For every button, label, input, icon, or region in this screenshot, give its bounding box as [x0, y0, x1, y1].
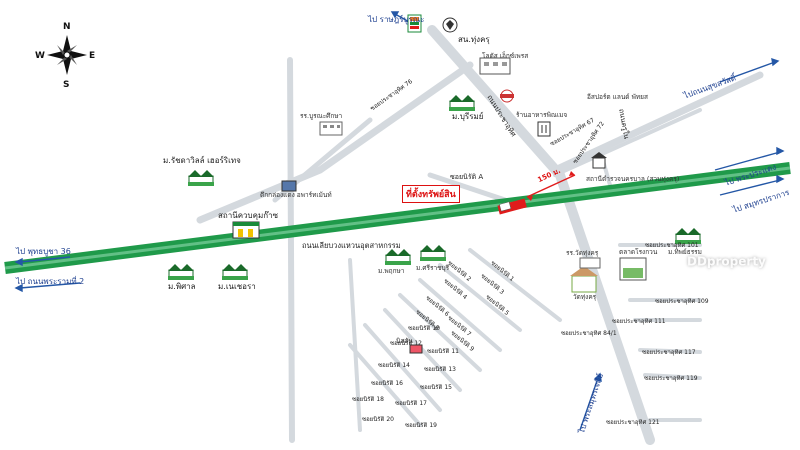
- road-soi-nirat-a: [427, 172, 508, 203]
- gas-station-icon: [232, 221, 260, 239]
- road-pracha-uthit: [427, 25, 655, 445]
- label-sn-thung-khru: สน.ทุ่งครุ: [458, 35, 490, 44]
- label-restaurant: ร้านอาหารพิณเมจ: [516, 111, 568, 119]
- small-building-icon: [409, 344, 423, 354]
- road-label-nirat-18: ซอยนิรัติ 18: [352, 396, 384, 403]
- label-mu-ratchawat: ม.รัชดาวิลล์ เฮอร์ริเทจ: [163, 156, 241, 165]
- label-big-building: ตึกกล่องแดง อพาร์ทเม้นท์: [260, 191, 332, 199]
- label-rr-wat-thung-khru: รร.วัดทุ่งครุ: [566, 249, 599, 257]
- road-label-soi-119: ซอยประชาอุทิศ 119: [644, 375, 698, 382]
- house-icon-buriram: [449, 93, 475, 111]
- direction-phutthabucha: ไป พุทธบูชา 36: [16, 247, 71, 256]
- road-label-nirat-12: ซอยนิรัติ 12: [390, 340, 422, 347]
- road-label-nirat-11: ซอยนิรัติ 11: [427, 348, 459, 355]
- label-market: ตลาดโรงกวน: [619, 248, 658, 256]
- label-mu-phisan: ม.พิศาล: [168, 282, 196, 291]
- property-marker: [497, 171, 576, 215]
- house-icon-nagara: [222, 262, 248, 280]
- label-police-box: สถานีตำรวจนครบาล (สวนทุ่งครุ): [586, 175, 680, 183]
- direction-ratburana: ไป ราษฎร์บูรณะ: [368, 15, 425, 24]
- label-condo: อีสปอร์ต แลนด์ พัทยส: [587, 93, 648, 101]
- house-icon-phisan: [168, 262, 194, 280]
- watermark-text: DDproperty: [687, 254, 766, 269]
- label-mu-srirat: ม.ศรีราชบุรี: [416, 264, 450, 272]
- police-box-icon: [591, 152, 607, 169]
- house-icon-srirat: [420, 243, 446, 261]
- house-icon-phruksa: [385, 247, 411, 265]
- label-mu-phruksa: ม.พฤกษา: [378, 267, 405, 275]
- road-to-suksawat: [551, 71, 764, 174]
- lotus-building-icon: [479, 57, 511, 75]
- road-soi-76: [196, 61, 474, 224]
- police-icon: [442, 17, 458, 33]
- restaurant-icon: [537, 121, 551, 137]
- label-mu-buriram: ม.บุรีรมย์: [452, 112, 484, 121]
- property-label: ที่ตั้งทรัพย์สิน: [402, 185, 460, 203]
- label-mu-nagara: ม.เนเชอรา: [218, 282, 256, 291]
- nissan-icon: [500, 89, 514, 103]
- label-wat: วัดทุ่งครุ: [573, 293, 597, 301]
- road-label-nirat-14: ซอยนิรัติ 14: [378, 362, 410, 369]
- ddproperty-logo-icon: [668, 254, 684, 270]
- road-label-nirat-20: ซอยนิรัติ 20: [362, 416, 394, 423]
- seven-eleven-icon: [407, 14, 422, 33]
- compass-rose: [47, 35, 87, 75]
- road-label-nirat-16: ซอยนิรัติ 16: [371, 380, 403, 387]
- road-label-soi-117: ซอยประชาอุทิศ 117: [642, 349, 696, 356]
- road-vertical-left: [287, 57, 295, 443]
- compass-n: N: [63, 22, 71, 32]
- road-label-main: ถนนเลียบวงแหวนอุตสาหกรรม: [302, 241, 401, 250]
- road-label-soi-121: ซอยประชาอุทิศ 121: [606, 419, 660, 426]
- road-label-nirat-19: ซอยนิรัติ 19: [405, 422, 437, 429]
- road-label-nirat-13: ซอยนิรัติ 13: [424, 366, 456, 373]
- ddproperty-watermark: DDproperty: [668, 254, 766, 270]
- road-label-nirat-17: ซอยนิรัติ 17: [395, 400, 427, 407]
- label-gas-station: สถานีควบคุมก๊าซ: [218, 211, 278, 220]
- market-icon: [619, 257, 647, 281]
- road-label-nirat-15: ซอยนิรัติ 15: [420, 384, 452, 391]
- road-label-soi-101: ซอยประชาอุทิศ 101: [645, 242, 699, 249]
- compass: N S E W: [30, 22, 102, 90]
- house-icon-ratchawat: [188, 168, 214, 186]
- direction-rama2: ไป ถนนพระรามที่ 2: [16, 277, 85, 286]
- label-mu-thiphawan: ม.ทิพย์ธรรม: [668, 248, 702, 256]
- road-label-soi-nirat-a: ซอยนิรัติ A: [450, 173, 484, 181]
- label-rr-bunsue: รร.บูรณะศึกษา: [300, 112, 343, 120]
- compass-s: S: [63, 80, 70, 90]
- label-lotus: โลตัส เอ็กซ์เพรส: [482, 52, 529, 60]
- road-label-soi-109: ซอยประชาอุทิศ 109: [655, 298, 709, 305]
- road-label-soi-84: ซอยประชาอุทิศ 84/1: [561, 330, 617, 337]
- school-wat-icon: [579, 257, 601, 269]
- road-label-nirat-10: ซอยนิรัติ 10: [408, 325, 440, 332]
- road-label-soi-111: ซอยประชาอุทิศ 111: [612, 318, 666, 325]
- house-icon-thiphawan: [675, 226, 701, 244]
- temple-icon: [570, 266, 598, 293]
- school-icon: [319, 121, 343, 136]
- compass-w: W: [35, 51, 45, 61]
- label-small-building: นิสสัน: [396, 337, 413, 345]
- apartment-icon: [281, 180, 297, 192]
- compass-e: E: [89, 51, 96, 61]
